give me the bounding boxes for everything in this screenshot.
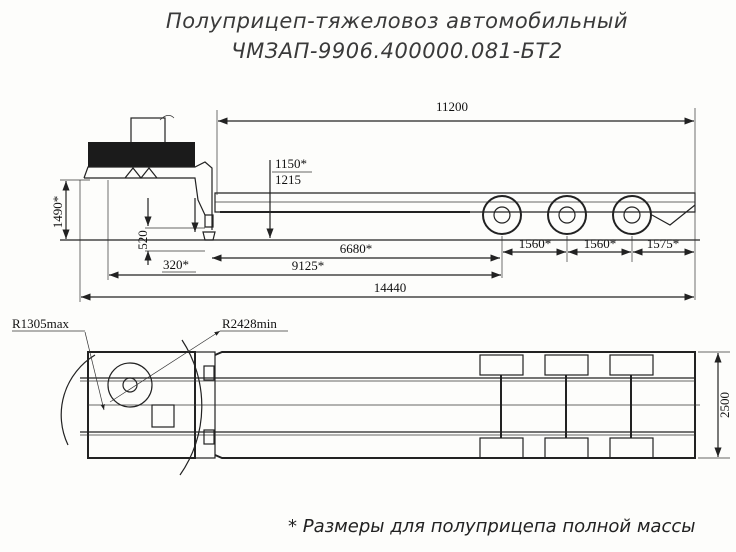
winch-housing [130,117,166,144]
deck-frame [214,192,696,213]
wheel [482,195,522,235]
dim-width: 2500 [717,392,732,418]
dim-axle-spacing-2: 1560* [584,236,617,251]
dim-deck-height-loaded: 1150* [275,156,307,171]
gooseneck-load-platform [88,142,195,167]
title-line-1: Полуприцеп-тяжеловоз автомобильный [166,9,628,33]
rear-swing-arc [179,339,203,476]
top-wheels [479,354,654,459]
title-line-2: ЧМЗАП-9906.400000.081-БТ2 [231,39,562,63]
front-swing-arc [60,354,96,446]
top-view: R1305max R2428min 2500 [12,316,732,476]
side-view: 11200 1150* 1215 1490* 520 320* 6680* 15… [50,99,700,302]
axle-group [482,195,696,235]
turntable [107,362,153,408]
tank [151,404,175,428]
support-legs [202,214,216,241]
dim-support-offset: 320* [163,257,189,272]
dim-kingpin-to-axle: 9125* [292,258,325,273]
dim-overall-length: 14440 [374,280,407,295]
wheel [612,195,652,235]
dim-deck-height-empty: 1215 [275,172,301,187]
dim-rear-overhang: 1575* [647,236,680,251]
dim-support-height: 520 [135,230,150,250]
dim-fifth-wheel-height: 1490* [50,196,65,229]
dim-front-radius: R1305max [12,316,70,331]
dim-swing-radius: R2428min [222,316,277,331]
dim-axle-spacing-1: 1560* [519,236,552,251]
wheel [547,195,587,235]
dim-support-to-axle: 6680* [340,241,373,256]
gooseneck-frame [83,161,213,230]
dim-deck-length: 11200 [436,99,468,114]
footnote: * Размеры для полуприцепа полной массы [288,516,695,537]
